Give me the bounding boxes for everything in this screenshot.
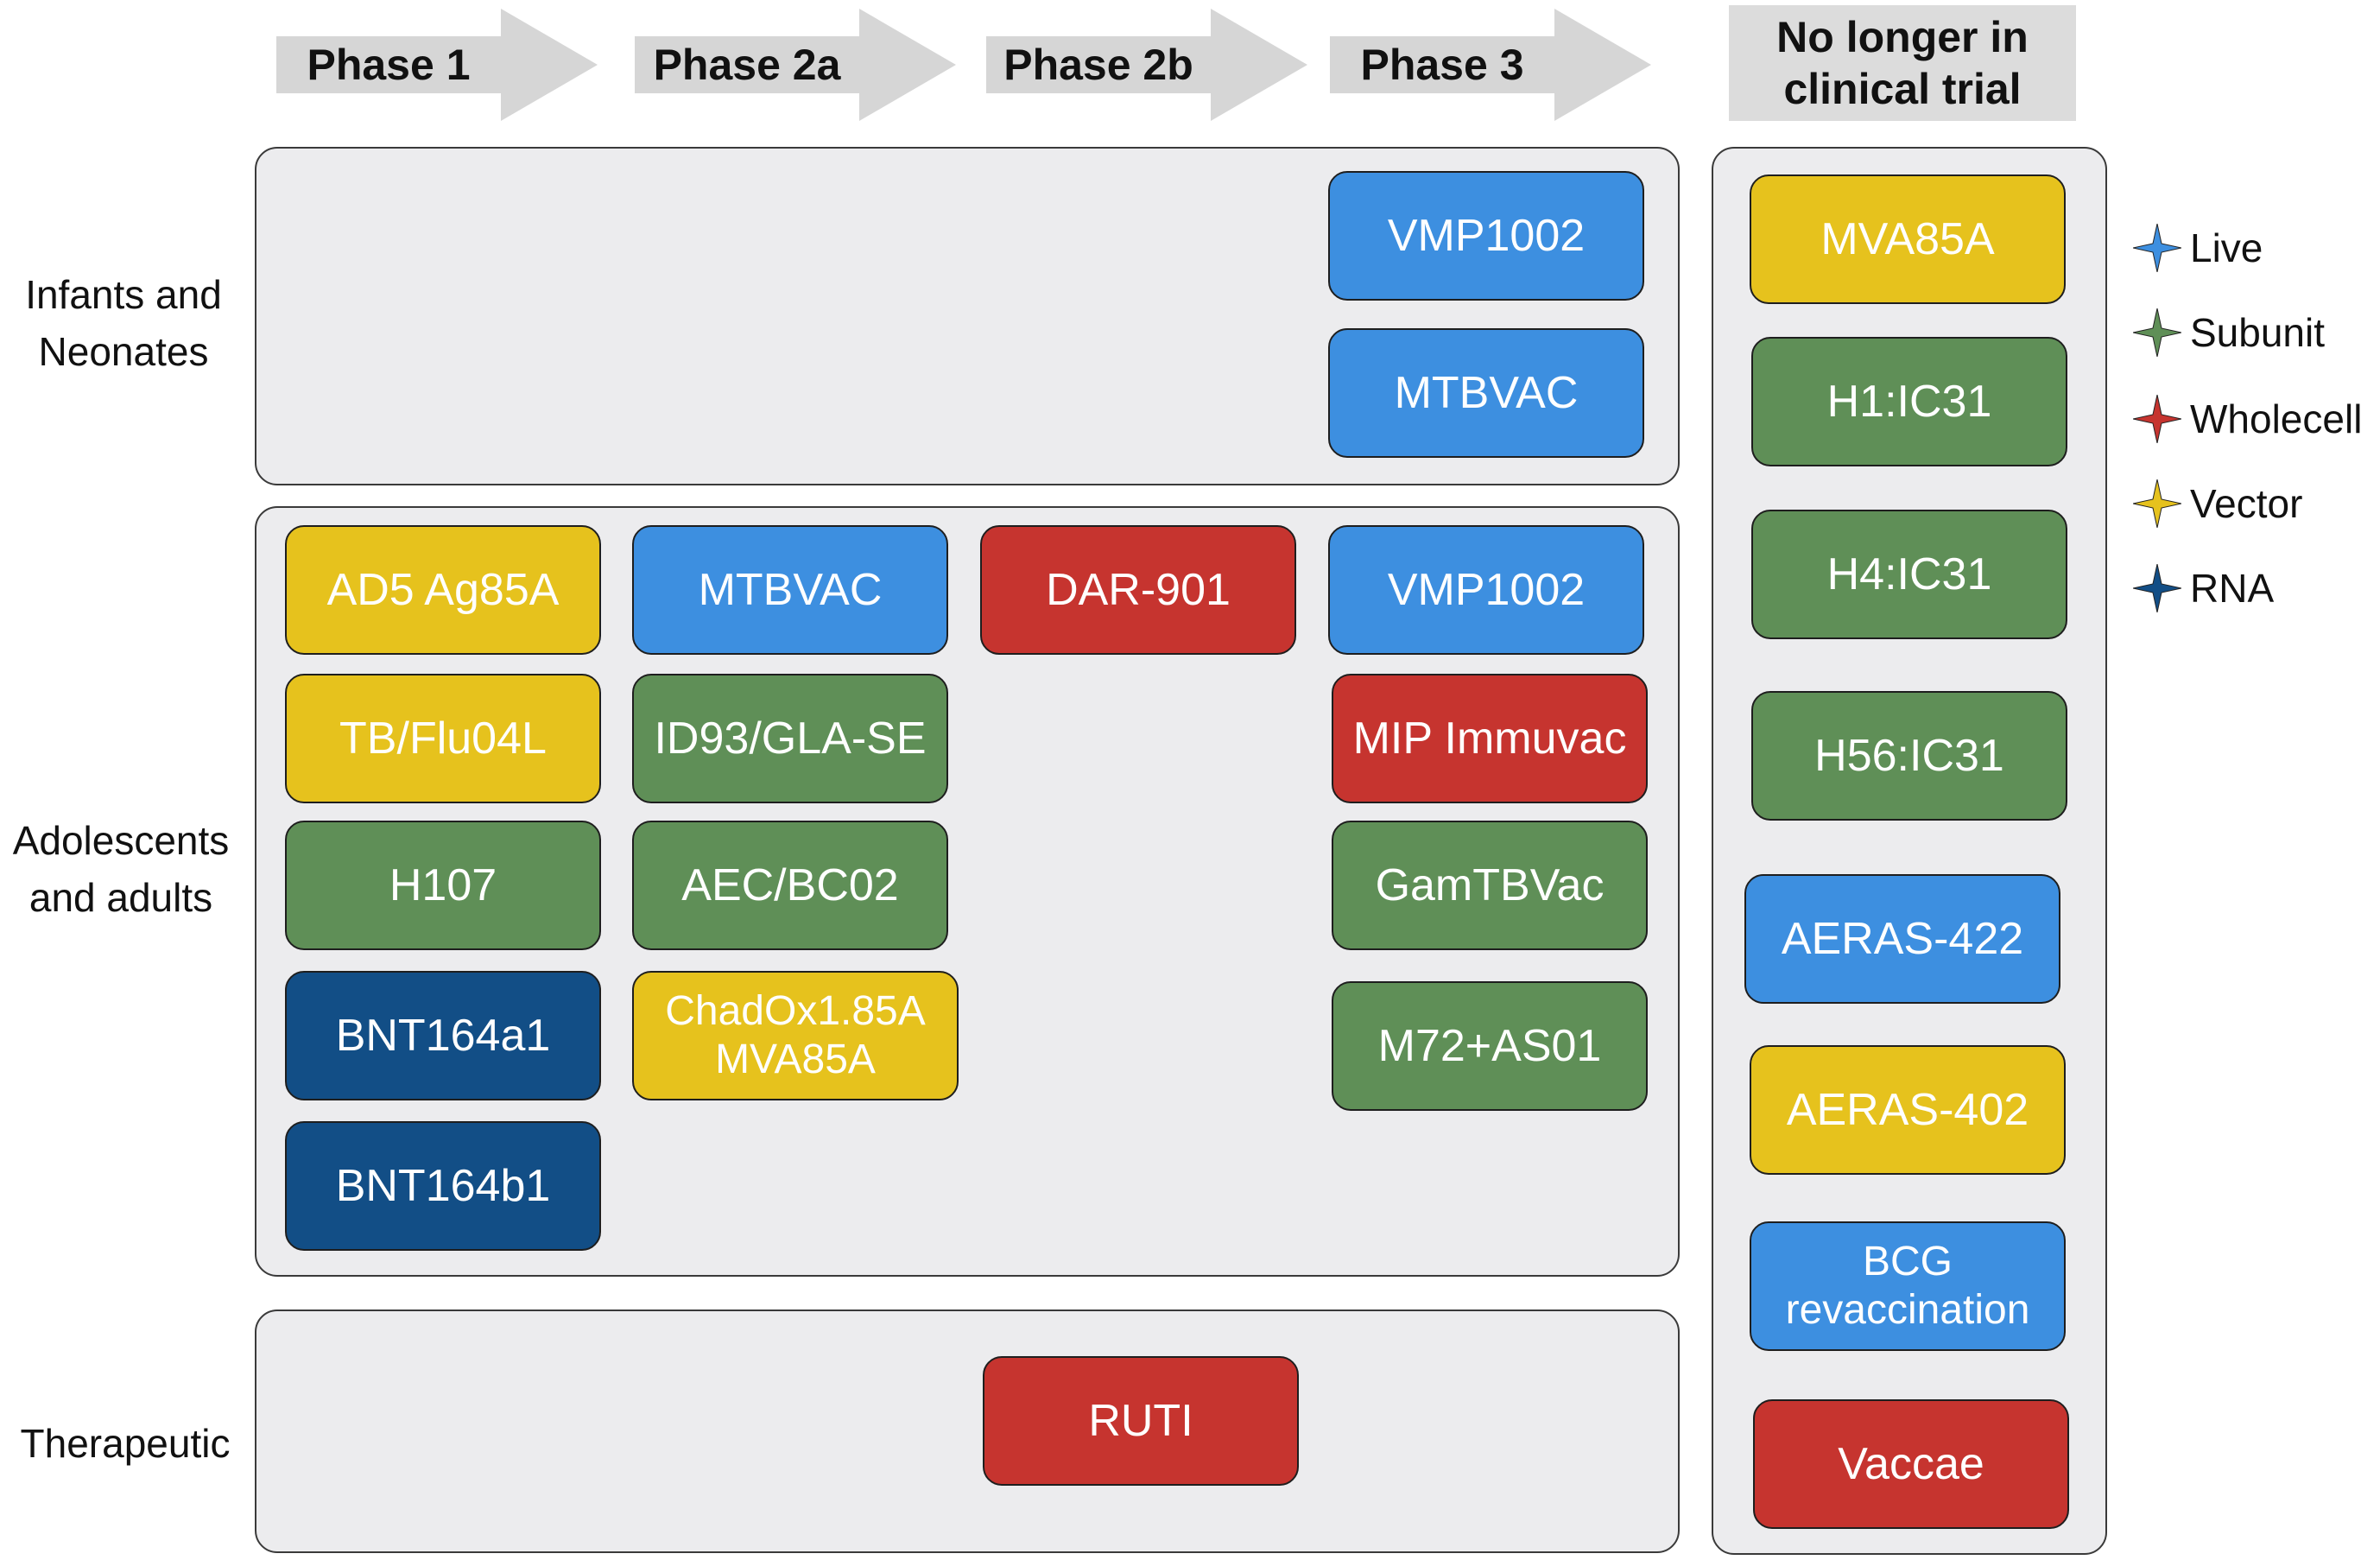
row-label-therapeutic: Therapeutic	[20, 1421, 231, 1466]
legend-label: Live	[2190, 225, 2263, 270]
vaccine-box: Vaccae	[1753, 1399, 2069, 1529]
vaccine-box: MTBVAC	[1328, 328, 1644, 458]
vaccine-box: AD5 Ag85A	[285, 525, 601, 655]
star-icon	[2133, 564, 2181, 612]
phase-3-arrow: Phase 3	[1330, 9, 1651, 121]
legend-star	[2133, 224, 2181, 272]
vaccine-box: H1:IC31	[1751, 337, 2067, 466]
no-longer-header: No longer in clinical trial	[1729, 5, 2076, 121]
phase-2a-arrow: Phase 2a	[635, 9, 956, 121]
vaccine-box: GamTBVac	[1332, 821, 1648, 950]
vaccine-box: ID93/GLA-SE	[632, 674, 948, 803]
vaccine-box: H4:IC31	[1751, 510, 2067, 639]
legend-label: Subunit	[2190, 310, 2326, 355]
legend-star	[2133, 308, 2181, 357]
vaccine-box: M72+AS01	[1332, 981, 1648, 1111]
panel-therapeutic	[255, 1310, 1680, 1553]
vaccine-box: AERAS-402	[1750, 1045, 2066, 1175]
legend-label: Wholecell	[2190, 396, 2363, 441]
legend-item-rna: RNA	[2133, 558, 2274, 618]
row-label-adults: Adolescents and adults	[12, 818, 230, 920]
legend-star	[2133, 479, 2181, 528]
phase-label: Phase 1	[307, 41, 471, 89]
star-icon	[2133, 224, 2181, 272]
vaccine-box: BNT164a1	[285, 971, 601, 1100]
vaccine-box: MTBVAC	[632, 525, 948, 655]
vaccine-box: H56:IC31	[1751, 691, 2067, 821]
vaccine-box: BCG revaccination	[1750, 1221, 2066, 1351]
legend-item-live: Live	[2133, 218, 2263, 278]
phase-label: Phase 2a	[653, 41, 841, 89]
legend-item-vector: Vector	[2133, 473, 2302, 534]
star-icon	[2133, 395, 2181, 443]
vaccine-box: H107	[285, 821, 601, 950]
vaccine-box: RUTI	[983, 1356, 1299, 1486]
vaccine-box: TB/Flu04L	[285, 674, 601, 803]
vaccine-box: ChadOx1.85A MVA85A	[632, 971, 959, 1100]
vaccine-box: VMP1002	[1328, 171, 1644, 301]
legend-label: RNA	[2190, 566, 2275, 611]
vaccine-box: AEC/BC02	[632, 821, 948, 950]
row-label-infants: Infants and Neonates	[25, 272, 222, 374]
legend-star	[2133, 564, 2181, 612]
vaccine-box: AERAS-422	[1744, 874, 2060, 1004]
phase-2b-arrow: Phase 2b	[986, 9, 1307, 121]
star-icon	[2133, 308, 2181, 357]
legend-label: Vector	[2190, 481, 2303, 526]
phase-1-arrow: Phase 1	[276, 9, 598, 121]
phase-label: Phase 3	[1360, 41, 1524, 89]
vaccine-box: MIP Immuvac	[1332, 674, 1648, 803]
star-icon	[2133, 479, 2181, 528]
vaccine-box: MVA85A	[1750, 174, 2066, 304]
vaccine-box: VMP1002	[1328, 525, 1644, 655]
vaccine-box: DAR-901	[980, 525, 1296, 655]
legend-star	[2133, 395, 2181, 443]
vaccine-box: BNT164b1	[285, 1121, 601, 1251]
phase-label: Phase 2b	[1003, 41, 1193, 89]
legend-item-wholecell: Wholecell	[2133, 389, 2362, 449]
legend-item-subunit: Subunit	[2133, 302, 2325, 363]
